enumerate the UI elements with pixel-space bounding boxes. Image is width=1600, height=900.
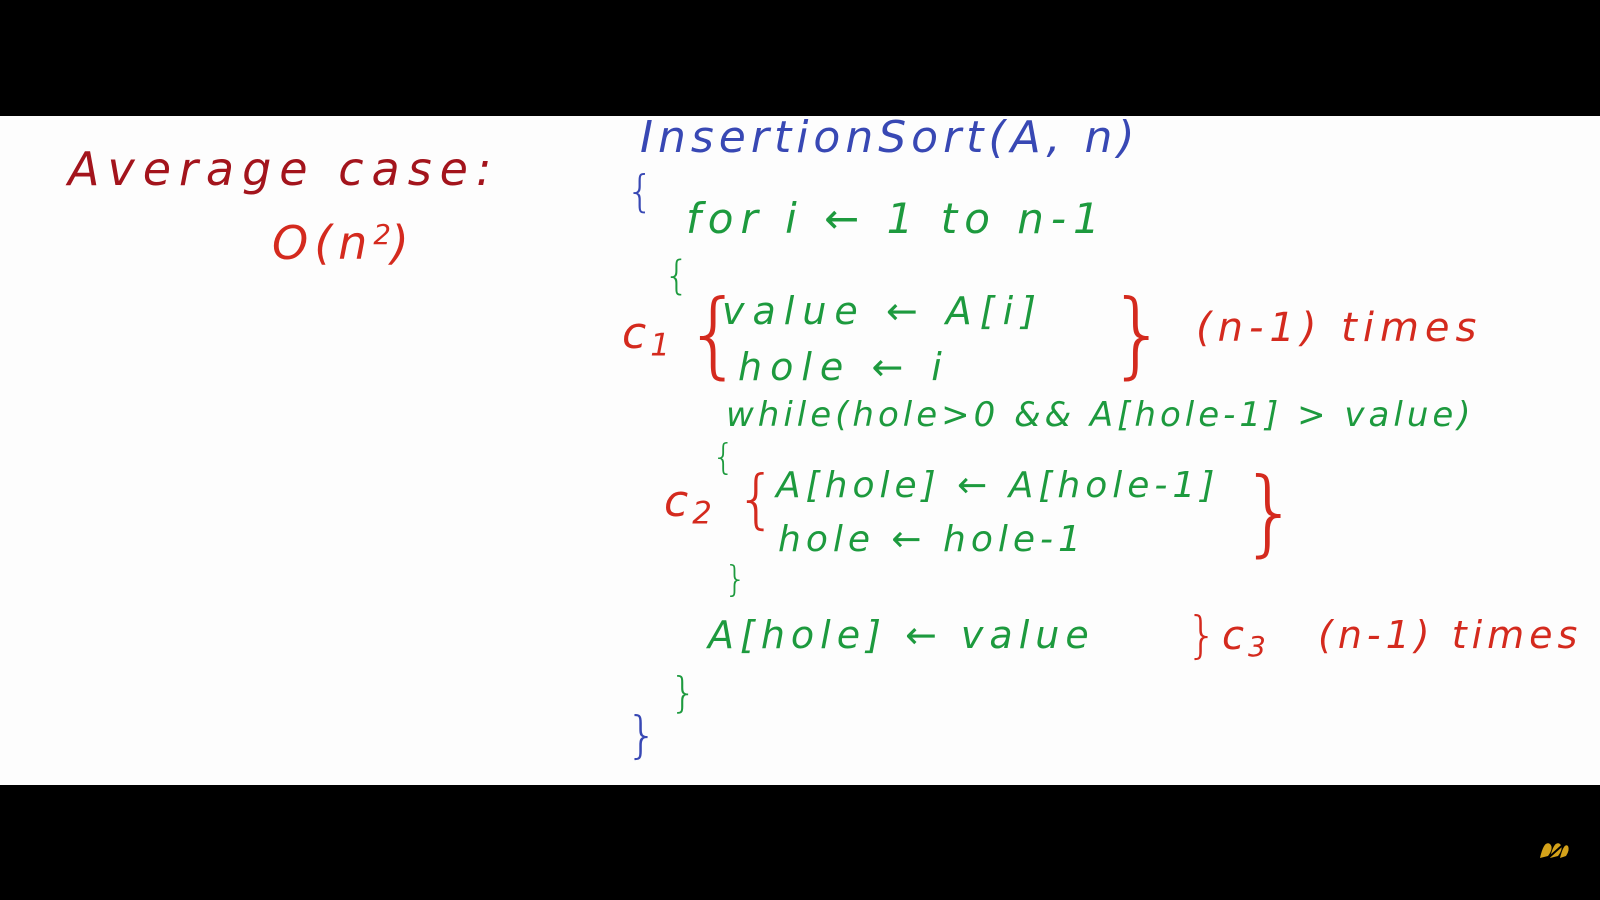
c2-left-brace: { <box>736 463 777 537</box>
while-open-brace: { <box>712 437 735 478</box>
cost-c1-subscript: 1 <box>650 327 670 364</box>
cost-c3-letter: c <box>1222 613 1248 659</box>
cost-c2-label: c2 <box>664 480 712 532</box>
c1-right-brace: } <box>1108 280 1168 389</box>
c1-left-brace: { <box>684 280 744 389</box>
average-case-label: Average case: <box>68 142 500 196</box>
cost-c2-subscript: 2 <box>692 495 712 532</box>
outer-close-brace: } <box>626 706 658 764</box>
line-hole-assign: hole ← i <box>738 345 950 389</box>
c2-right-brace: } <box>1240 458 1300 567</box>
cost-c3-label: c3 <box>1222 616 1266 661</box>
c1-times-annotation: (n-1) times <box>1196 305 1483 351</box>
cost-c2-letter: c <box>664 476 693 527</box>
cost-c3-subscript: 3 <box>1248 630 1266 663</box>
big-o-close: ) <box>390 216 415 270</box>
while-close-brace: } <box>724 559 747 600</box>
while-loop-header: while(hole>0 && A[hole-1] > value) <box>726 395 1475 435</box>
c3-right-brace: } <box>1186 606 1218 664</box>
whiteboard-frame: Average case: O(n2) InsertionSort(A, n) … <box>0 116 1600 785</box>
c3-times-annotation: (n-1) times <box>1318 613 1583 657</box>
cost-c1-label: c1 <box>622 312 670 364</box>
big-o-base: O(n <box>272 216 374 270</box>
for-close-brace: } <box>670 668 697 717</box>
big-o-exponent: 2 <box>373 217 391 251</box>
line-hole-decrement: hole ← hole-1 <box>778 519 1086 560</box>
channel-watermark-icon[interactable] <box>1536 836 1572 864</box>
for-loop-header: for i ← 1 to n-1 <box>686 194 1107 243</box>
cost-c1-letter: c <box>622 308 651 359</box>
function-signature: InsertionSort(A, n) <box>640 112 1140 163</box>
outer-open-brace: { <box>626 166 654 217</box>
for-open-brace: { <box>664 253 690 299</box>
line-shift-element: A[hole] ← A[hole-1] <box>776 465 1220 506</box>
line-final-assign: A[hole] ← value <box>708 613 1095 657</box>
line-value-assign: value ← A[i] <box>722 289 1044 333</box>
big-o-expression: O(n2) <box>272 220 415 266</box>
